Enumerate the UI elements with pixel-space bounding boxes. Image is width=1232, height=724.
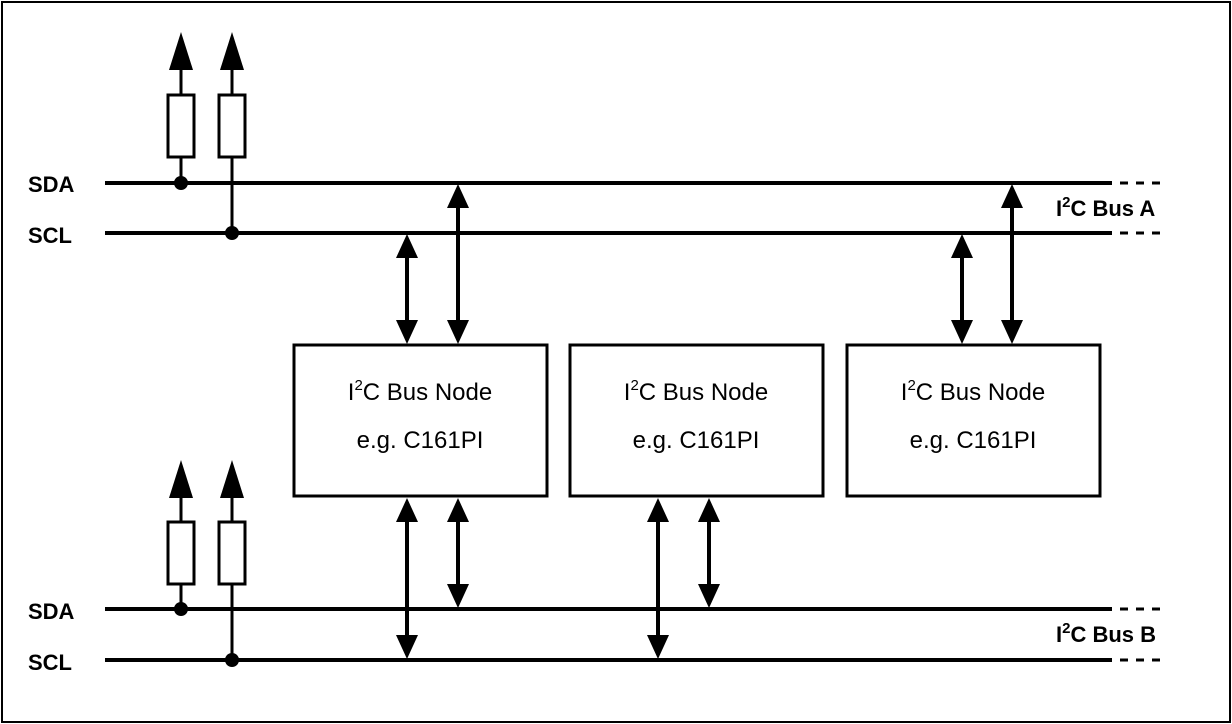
junction-dot: [174, 176, 188, 190]
bidirectional-arrow-icon: [447, 184, 469, 344]
bus-a-scl-label: SCL: [28, 223, 72, 248]
bus-node-title: I2C Bus Node: [348, 377, 492, 406]
bus-node-title: I2C Bus Node: [624, 377, 768, 406]
pullup-resistor-sda-b: [166, 520, 196, 586]
bidirectional-arrow-icon: [396, 498, 418, 659]
bidirectional-arrow-icon: [1001, 184, 1023, 344]
junction-dot: [225, 226, 239, 240]
arrows: [396, 184, 1023, 659]
vcc-arrow-icon: [220, 32, 244, 70]
pullup-resistor-scl-b: [217, 520, 247, 586]
bus-node-example: e.g. C161PI: [357, 427, 484, 454]
bus-node-example: e.g. C161PI: [910, 427, 1037, 454]
junction-dot: [225, 653, 239, 667]
vcc-arrow-icon: [169, 32, 193, 70]
vcc-arrow-icon: [169, 460, 193, 498]
bus-a-pullups: [166, 68, 247, 233]
vcc-arrow-icon: [220, 460, 244, 498]
bus-b-pullups: [166, 496, 247, 660]
bidirectional-arrow-icon: [698, 498, 720, 608]
bus-b: [105, 607, 1165, 662]
pullup-resistor-sda-a: [166, 93, 196, 159]
bidirectional-arrow-icon: [396, 234, 418, 344]
bus-b-sda-label: SDA: [28, 599, 75, 624]
bidirectional-arrow-icon: [951, 234, 973, 344]
bus-b-scl-label: SCL: [28, 650, 72, 675]
bus-node: I2C Bus Node e.g. C161PI: [292, 343, 549, 498]
bus-b-name: I2C Bus B: [1056, 620, 1156, 647]
bus-a-sda-label: SDA: [28, 172, 75, 197]
bidirectional-arrow-icon: [447, 498, 469, 608]
junction-dot: [174, 602, 188, 616]
bus-a-name: I2C Bus A: [1056, 194, 1155, 221]
bus-node-title: I2C Bus Node: [901, 377, 1045, 406]
bus-a: [105, 181, 1165, 235]
bus-node-example: e.g. C161PI: [633, 427, 760, 454]
bidirectional-arrow-icon: [647, 498, 669, 659]
pullup-resistor-scl-a: [217, 93, 247, 159]
bus-node: I2C Bus Node e.g. C161PI: [568, 343, 825, 498]
bus-node: I2C Bus Node e.g. C161PI: [845, 343, 1102, 498]
